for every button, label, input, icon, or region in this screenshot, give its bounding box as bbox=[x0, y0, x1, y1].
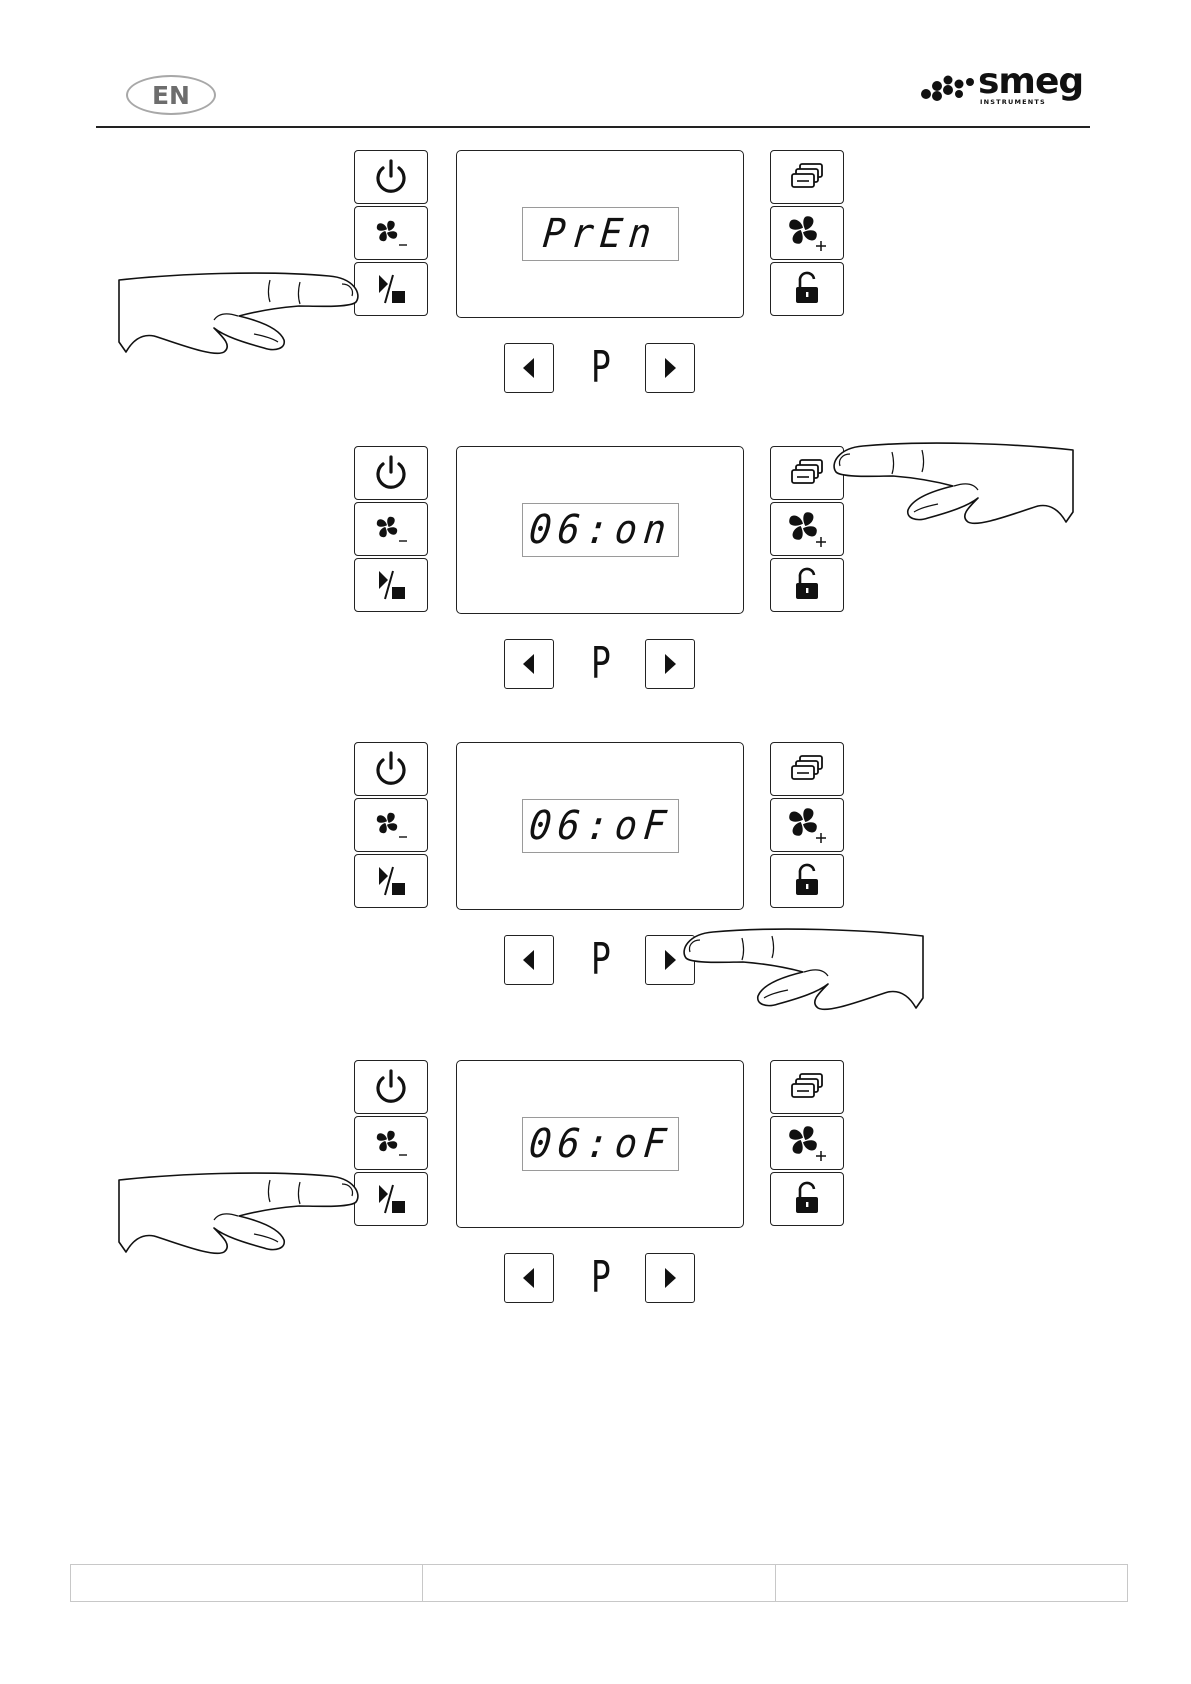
fan-minus-button[interactable] bbox=[354, 206, 428, 260]
lcd-text: 06:oF bbox=[527, 806, 674, 846]
arrow-right-icon bbox=[660, 652, 680, 676]
lcd-readout: 06:on bbox=[522, 503, 679, 557]
fan-plus-icon bbox=[785, 805, 829, 845]
next-button[interactable] bbox=[645, 639, 695, 689]
footer-table bbox=[70, 1564, 1128, 1602]
power-button[interactable] bbox=[354, 446, 428, 500]
lcd-readout: PrEn bbox=[522, 207, 679, 261]
display-screen: 06:on bbox=[456, 446, 744, 614]
lcd-text: 06:on bbox=[527, 510, 674, 550]
pointing-hand-icon bbox=[114, 1172, 364, 1267]
power-icon bbox=[372, 750, 410, 788]
program-menu-button[interactable] bbox=[770, 150, 844, 204]
start-stop-icon bbox=[371, 567, 411, 603]
fan-plus-button[interactable] bbox=[770, 1116, 844, 1170]
fan-minus-button[interactable] bbox=[354, 1116, 428, 1170]
language-badge: EN bbox=[126, 75, 216, 115]
power-button[interactable] bbox=[354, 742, 428, 796]
fan-minus-icon bbox=[371, 215, 411, 251]
arrow-left-icon bbox=[519, 356, 539, 380]
pointing-hand-icon bbox=[114, 272, 364, 367]
pointing-hand-icon bbox=[828, 442, 1078, 537]
arrow-right-icon bbox=[660, 356, 680, 380]
program-label: P bbox=[591, 932, 609, 988]
lcd-readout: 06:oF bbox=[522, 1117, 679, 1171]
fan-minus-button[interactable] bbox=[354, 798, 428, 852]
program-menu-button[interactable] bbox=[770, 1060, 844, 1114]
previous-button[interactable] bbox=[504, 935, 554, 985]
logo-dots-icon bbox=[920, 72, 978, 102]
power-icon bbox=[372, 1068, 410, 1106]
fan-minus-icon bbox=[371, 1125, 411, 1161]
unlock-button[interactable] bbox=[770, 1172, 844, 1226]
brand-tagline: INSTRUMENTS bbox=[980, 98, 1046, 106]
program-menu-icon bbox=[787, 751, 827, 787]
lcd-text: PrEn bbox=[541, 214, 659, 254]
fan-minus-icon bbox=[371, 807, 411, 843]
arrow-right-icon bbox=[660, 948, 680, 972]
display-screen: 06:oF bbox=[456, 1060, 744, 1228]
program-label: P bbox=[591, 340, 609, 396]
previous-button[interactable] bbox=[504, 1253, 554, 1303]
lcd-text: 06:oF bbox=[527, 1124, 674, 1164]
start-stop-button[interactable] bbox=[354, 1172, 428, 1226]
start-stop-button[interactable] bbox=[354, 262, 428, 316]
unlock-button[interactable] bbox=[770, 558, 844, 612]
power-icon bbox=[372, 158, 410, 196]
next-button[interactable] bbox=[645, 1253, 695, 1303]
header-divider bbox=[96, 126, 1090, 128]
footer-row bbox=[71, 1565, 1128, 1602]
power-button[interactable] bbox=[354, 1060, 428, 1114]
control-panel-step-4: 06:oF P bbox=[100, 1060, 1100, 1320]
fan-plus-icon bbox=[785, 1123, 829, 1163]
power-button[interactable] bbox=[354, 150, 428, 204]
previous-button[interactable] bbox=[504, 343, 554, 393]
arrow-left-icon bbox=[519, 1266, 539, 1290]
fan-minus-button[interactable] bbox=[354, 502, 428, 556]
start-stop-button[interactable] bbox=[354, 854, 428, 908]
control-panel-step-2: 06:on P bbox=[100, 446, 1100, 706]
brand-logo: smeg INSTRUMENTS bbox=[920, 68, 1080, 110]
fan-plus-icon bbox=[785, 213, 829, 253]
program-menu-icon bbox=[787, 1069, 827, 1105]
fan-plus-icon bbox=[785, 509, 829, 549]
start-stop-icon bbox=[371, 271, 411, 307]
fan-plus-button[interactable] bbox=[770, 206, 844, 260]
footer-cell bbox=[423, 1565, 775, 1602]
program-menu-button[interactable] bbox=[770, 742, 844, 796]
unlock-icon bbox=[790, 863, 824, 899]
control-panel-step-3: 06:oF P bbox=[100, 742, 1100, 1002]
footer-cell bbox=[71, 1565, 423, 1602]
footer-cell bbox=[775, 1565, 1127, 1602]
display-screen: PrEn bbox=[456, 150, 744, 318]
arrow-left-icon bbox=[519, 948, 539, 972]
program-menu-icon bbox=[787, 159, 827, 195]
unlock-button[interactable] bbox=[770, 854, 844, 908]
power-icon bbox=[372, 454, 410, 492]
next-button[interactable] bbox=[645, 343, 695, 393]
lcd-readout: 06:oF bbox=[522, 799, 679, 853]
pointing-hand-icon bbox=[678, 928, 928, 1023]
brand-name: smeg bbox=[978, 62, 1083, 102]
arrow-right-icon bbox=[660, 1266, 680, 1290]
program-label: P bbox=[591, 636, 609, 692]
program-menu-icon bbox=[787, 455, 827, 491]
unlock-icon bbox=[790, 1181, 824, 1217]
arrow-left-icon bbox=[519, 652, 539, 676]
control-panel-step-1: PrEn P bbox=[100, 150, 1100, 410]
fan-plus-button[interactable] bbox=[770, 798, 844, 852]
unlock-icon bbox=[790, 271, 824, 307]
fan-minus-icon bbox=[371, 511, 411, 547]
unlock-icon bbox=[790, 567, 824, 603]
display-screen: 06:oF bbox=[456, 742, 744, 910]
start-stop-icon bbox=[371, 863, 411, 899]
start-stop-icon bbox=[371, 1181, 411, 1217]
previous-button[interactable] bbox=[504, 639, 554, 689]
start-stop-button[interactable] bbox=[354, 558, 428, 612]
unlock-button[interactable] bbox=[770, 262, 844, 316]
program-label: P bbox=[591, 1250, 609, 1306]
